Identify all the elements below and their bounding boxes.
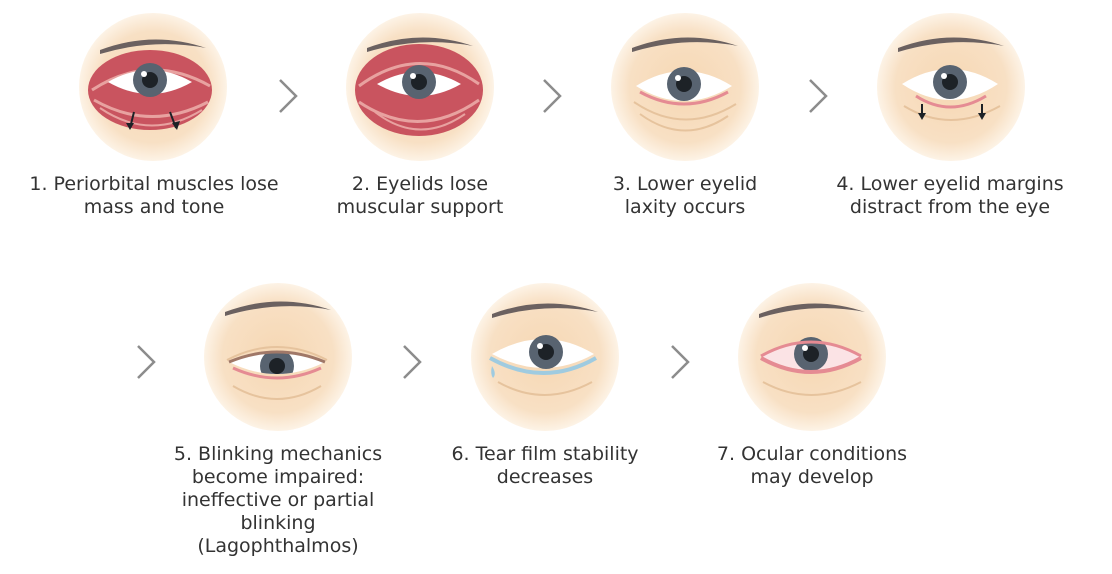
step-7-caption-line: may develop — [750, 466, 874, 488]
step-3-caption-line: laxity occurs — [624, 196, 746, 218]
eye-muscles-icon — [346, 13, 494, 161]
eye-lid-distraction-icon — [877, 13, 1025, 161]
step-2-caption-line: muscular support — [336, 196, 504, 218]
step-4-illustration — [876, 12, 1026, 162]
chevron-right-icon — [279, 79, 298, 113]
chevron-right-icon — [137, 345, 156, 379]
chevron-right-icon — [809, 79, 828, 113]
chevron-right-icon — [403, 345, 422, 379]
step-7-caption-line: 7. Ocular conditions — [716, 443, 908, 465]
eye-lax-lid-icon — [611, 13, 759, 161]
step-arrow-5 — [400, 342, 426, 382]
step-1-illustration — [78, 12, 228, 162]
step-7-caption: 7. Ocular conditions may develop — [682, 443, 942, 489]
step-4-caption: 4. Lower eyelid margins distract from th… — [820, 173, 1080, 219]
step-5-caption-line: blinking — [240, 512, 316, 534]
step-5-illustration — [203, 282, 353, 432]
eye-red-irritated-icon — [738, 283, 886, 431]
step-arrow-2 — [540, 76, 566, 116]
step-1-caption: 1. Periorbital muscles lose mass and ton… — [24, 173, 284, 219]
step-3-caption-line: 3. Lower eyelid — [612, 173, 758, 195]
step-6-illustration — [470, 282, 620, 432]
step-5-caption: 5. Blinking mechanics become impaired: i… — [148, 443, 408, 558]
chevron-right-icon — [671, 345, 690, 379]
step-5-caption-line: become impaired: — [191, 466, 365, 488]
step-4-caption-line: 4. Lower eyelid margins — [836, 173, 1064, 195]
step-7-illustration — [737, 282, 887, 432]
step-6-caption: 6. Tear film stability decreases — [415, 443, 675, 489]
step-5-caption-line: (Lagophthalmos) — [197, 535, 359, 557]
eye-muscles-with-arrows-icon — [79, 13, 227, 161]
step-1-caption-line: mass and tone — [83, 196, 225, 218]
eye-tear-drop-icon — [471, 283, 619, 431]
step-3-illustration — [610, 12, 760, 162]
step-6-caption-line: decreases — [496, 466, 594, 488]
step-2-illustration — [345, 12, 495, 162]
step-1-caption-line: 1. Periorbital muscles lose — [29, 173, 279, 195]
chevron-right-icon — [543, 79, 562, 113]
step-3-caption: 3. Lower eyelid laxity occurs — [555, 173, 815, 219]
step-2-caption: 2. Eyelids lose muscular support — [290, 173, 550, 219]
step-arrow-1 — [276, 76, 302, 116]
step-2-caption-line: 2. Eyelids lose — [351, 173, 489, 195]
step-5-caption-line: ineffective or partial — [181, 489, 375, 511]
step-arrow-4 — [134, 342, 160, 382]
step-6-caption-line: 6. Tear film stability — [451, 443, 639, 465]
eye-partial-blink-icon — [204, 283, 352, 431]
step-arrow-3 — [806, 76, 832, 116]
step-arrow-6 — [668, 342, 694, 382]
step-4-caption-line: distract from the eye — [849, 196, 1051, 218]
step-5-caption-line: 5. Blinking mechanics — [173, 443, 383, 465]
